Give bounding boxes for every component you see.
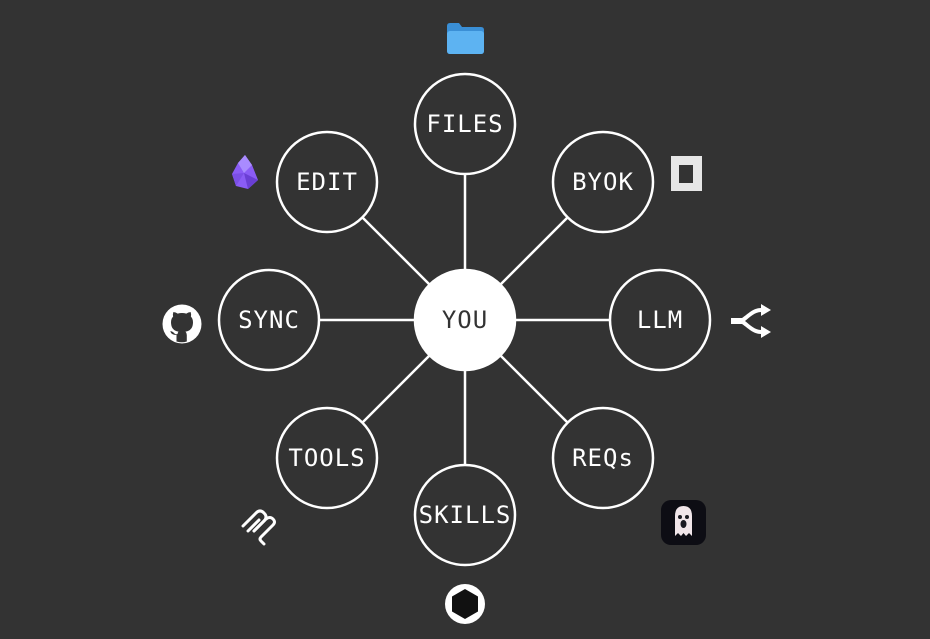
ghost-app-icon	[661, 500, 706, 545]
node-reqs[interactable]: REQs	[551, 406, 655, 510]
github-icon	[162, 304, 202, 344]
node-tools[interactable]: TOOLS	[275, 406, 379, 510]
node-byok-circle	[551, 130, 655, 234]
node-sync-circle	[217, 268, 321, 372]
node-llm[interactable]: LLM	[608, 268, 712, 372]
center-node-circle	[413, 268, 517, 372]
node-tools-label: TOOLS	[288, 444, 365, 472]
node-reqs-label: REQs	[572, 444, 634, 472]
node-files-circle	[413, 72, 517, 176]
node-byok-label: BYOK	[572, 168, 634, 196]
openrouter-icon	[731, 304, 771, 338]
node-files-label: FILES	[426, 110, 503, 138]
hexagon-icon	[445, 584, 485, 624]
node-byok[interactable]: BYOK	[551, 130, 655, 234]
node-skills[interactable]: SKILLS	[413, 463, 517, 567]
node-tools-circle	[275, 406, 379, 510]
nodes: FILES BYOK LLM REQs SKILLS TOOLS SYNC E	[217, 72, 712, 567]
node-llm-circle	[608, 268, 712, 372]
key-card-icon	[671, 156, 702, 191]
center-node-you[interactable]: YOU	[413, 268, 517, 372]
node-edit-label: EDIT	[296, 168, 358, 196]
node-skills-circle	[413, 463, 517, 567]
obsidian-icon	[232, 155, 258, 189]
node-edit[interactable]: EDIT	[275, 130, 379, 234]
mcp-icon	[241, 509, 276, 546]
node-skills-label: SKILLS	[419, 501, 512, 529]
node-sync[interactable]: SYNC	[217, 268, 321, 372]
node-sync-label: SYNC	[238, 306, 300, 334]
node-edit-circle	[275, 130, 379, 234]
node-llm-label: LLM	[637, 306, 683, 334]
folder-icon	[447, 23, 484, 54]
center-node-label: YOU	[442, 306, 488, 334]
node-reqs-circle	[551, 406, 655, 510]
node-files[interactable]: FILES	[413, 72, 517, 176]
